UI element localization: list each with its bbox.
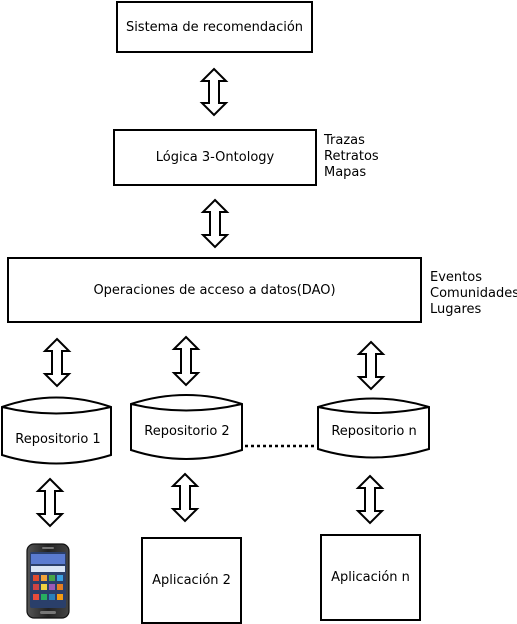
recommendation-system-box: Sistema de recomendación (116, 1, 313, 53)
logic-side-item: Retratos (324, 149, 379, 164)
repository-n-label: Repositorio n (331, 424, 417, 439)
application-n-label: Aplicación n (331, 570, 410, 585)
logic-ontology-label: Lógica 3-Ontology (155, 150, 275, 165)
repository-1-shape (1, 396, 112, 465)
dao-side-list: Eventos Comunidades Lugares (430, 270, 517, 318)
arrow-repon-appn (355, 474, 385, 525)
arrow-repo1-phone (35, 477, 65, 528)
dao-side-item: Eventos (430, 270, 482, 285)
smartphone-icon (26, 543, 70, 619)
arrow-logic-dao (200, 198, 230, 249)
application-2-box: Aplicación 2 (141, 537, 242, 624)
logic-ontology-box: Lógica 3-Ontology (113, 129, 317, 186)
dao-side-item: Lugares (430, 302, 482, 317)
arrow-dao-repon (356, 340, 386, 391)
application-n-box: Aplicación n (320, 534, 421, 621)
arrow-dao-repo2 (171, 335, 201, 387)
dao-side-item: Comunidades (430, 286, 517, 301)
repository-1-label: Repositorio 1 (15, 432, 101, 447)
dao-box: Operaciones de acceso a datos(DAO) (7, 257, 422, 323)
arrow-dao-repo1 (42, 337, 72, 388)
logic-side-list: Trazas Retratos Mapas (324, 133, 379, 181)
application-2-label: Aplicación 2 (152, 573, 231, 588)
arrow-top-logic (199, 67, 229, 117)
logic-side-item: Trazas (324, 133, 365, 148)
repository-2-shape (130, 394, 243, 460)
logic-side-item: Mapas (324, 165, 367, 180)
dao-label: Operaciones de acceso a datos(DAO) (93, 282, 336, 298)
arrow-repo2-app2 (170, 472, 200, 523)
repository-n-shape (317, 397, 430, 459)
arrows-group (35, 67, 386, 528)
repository-2-label: Repositorio 2 (144, 424, 230, 439)
recommendation-system-label: Sistema de recomendación (125, 19, 304, 35)
